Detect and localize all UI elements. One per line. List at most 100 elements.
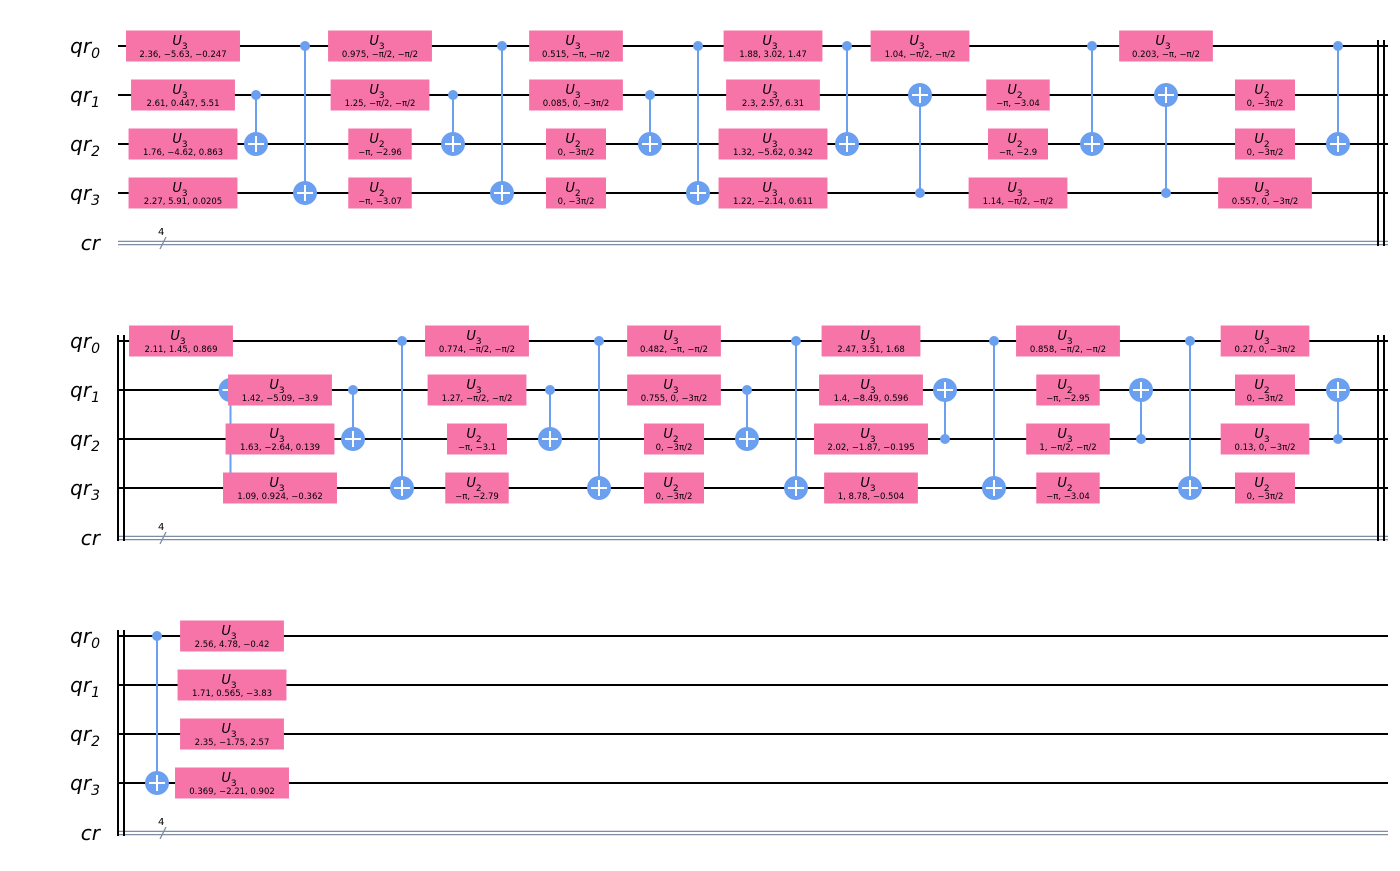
gate-params: 2.11, 1.45, 0.869 [145,345,218,355]
u3-gate: U31.25, −π/2, −π/2 [330,79,430,111]
u2-gate: U20, −3π/2 [1235,472,1295,504]
gate-params: −π, −2.95 [1046,394,1090,404]
gate-name: U2 [466,427,481,445]
gate-params: 0.774, −π/2, −π/2 [439,345,515,355]
qubit-label-index: 2 [91,144,100,160]
gate-name: U3 [663,378,678,396]
qubit-label-base: qr [70,673,93,697]
gate-name: U3 [565,83,580,101]
gate-box [723,30,823,62]
gate-box [644,423,704,455]
gate-params: 0.557, 0, −3π/2 [1232,197,1298,207]
qubit-label-3: qr3 [70,771,100,799]
qubit-label-2: qr2 [70,722,100,750]
gate-box [1036,472,1100,504]
cnot-control-dot [300,41,310,51]
gate-params: 2.47, 3.51, 1.68 [837,345,905,355]
u3-gate: U30.774, −π/2, −π/2 [425,325,529,357]
classical-bus-slash [159,531,167,545]
u3-gate: U32.47, 3.51, 1.68 [821,325,921,357]
gate-params: 0, −3π/2 [558,148,595,158]
u3-gate: U32.3, 2.57, 6.31 [726,79,820,111]
u3-gate: U32.56, 4.78, −0.42 [180,620,284,652]
u2-gate: U2−π, −2.96 [348,128,412,160]
cnot-gate [341,385,365,451]
cnot-control-dot [448,90,458,100]
gate-params: 2.27, 5.91, 0.0205 [144,197,222,207]
gate-name: U3 [565,34,580,52]
qubit-label-base: qr [70,329,93,353]
gate-name: U2 [1007,83,1022,101]
u3-gate: U31.4, −8.49, 0.596 [819,374,923,406]
gate-box [427,374,527,406]
gate-name: U3 [860,476,875,494]
gate-params: 2.56, 4.78, −0.42 [195,640,270,650]
gate-box [529,79,623,111]
gate-params: 1.22, −2.14, 0.611 [733,197,813,207]
gate-name: U2 [466,476,481,494]
cnot-gate [982,336,1006,500]
gate-params: −π, −3.04 [996,99,1040,109]
cnot-control-dot [645,90,655,100]
gate-params: −π, −3.07 [358,197,402,207]
qubit-label-base: qr [70,83,93,107]
u2-gate: U20, −3π/2 [546,128,606,160]
qubit-label-0: qr0 [70,624,100,652]
qubit-label-index: 1 [91,685,100,701]
gate-name: U2 [1254,83,1269,101]
u3-gate: U31, −π/2, −π/2 [1026,423,1110,455]
gate-name: U2 [369,132,384,150]
gate-box [425,325,529,357]
u2-gate: U2−π, −3.07 [348,177,412,209]
cnot-gate [835,41,859,156]
qubit-label-index: 0 [91,341,100,357]
gate-box [128,128,238,160]
gate-params: 1.76, −4.62, 0.863 [143,148,223,158]
qubit-label-index: 3 [91,783,100,799]
gate-params: −π, −2.9 [999,148,1037,158]
u3-gate: U30.369, −2.21, 0.902 [175,767,289,799]
cnot-gate [784,336,808,500]
gate-params: 1.04, −π/2, −π/2 [885,50,956,60]
gate-box [348,128,412,160]
u3-gate: U30.858, −π/2, −π/2 [1016,325,1120,357]
gate-box [718,177,828,209]
gate-name: U3 [172,181,187,199]
u2-gate: U20, −3π/2 [546,177,606,209]
gate-box [988,128,1048,160]
cnot-control-dot [842,41,852,51]
gate-params: 1.63, −2.64, 0.139 [240,443,320,453]
gate-params: 2.61, 0.447, 5.51 [147,99,220,109]
qubit-label-index: 0 [91,636,100,652]
gate-name: U3 [762,34,777,52]
cnot-gate [293,41,317,205]
u3-gate: U31.04, −π/2, −π/2 [870,30,970,62]
gate-box [228,374,332,406]
qubit-label-3: qr3 [70,181,100,209]
gate-box [447,423,507,455]
u2-gate: U2−π, −3.04 [1036,472,1100,504]
u2-gate: U20, −3π/2 [1235,374,1295,406]
gate-params: 0.975, −π/2, −π/2 [342,50,418,60]
classical-bus-slash [159,826,167,840]
cnot-gate [1129,378,1153,444]
gate-box [129,325,233,357]
u3-gate: U32.36, −5.63, −0.247 [126,30,240,62]
cnot-gate [490,41,514,205]
gate-name: U3 [221,722,236,740]
cnot-gate [145,631,169,795]
u2-gate: U20, −3π/2 [1235,79,1295,111]
gate-name: U3 [221,771,236,789]
cnot-control-dot [742,385,752,395]
cnot-gate [735,385,759,451]
qubit-label-2: qr2 [70,132,100,160]
gate-box [1235,128,1295,160]
gate-box [1235,79,1295,111]
u3-gate: U31.32, −5.62, 0.342 [718,128,828,160]
qubit-label-index: 3 [91,193,100,209]
u3-gate: U31.22, −2.14, 0.611 [718,177,828,209]
qubit-label-base: qr [70,624,93,648]
u3-gate: U30.557, 0, −3π/2 [1218,177,1312,209]
